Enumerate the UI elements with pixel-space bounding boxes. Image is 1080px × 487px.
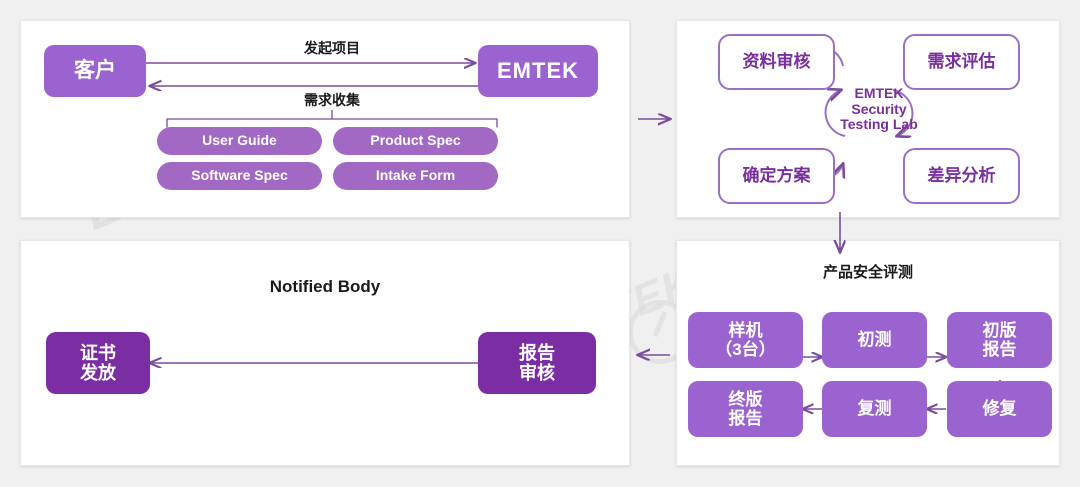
notified-body-title: Notified Body [269, 277, 381, 296]
flow-box-final-report[interactable]: 终版 报告 [688, 381, 803, 437]
flow-box-initial-test[interactable]: 初测 [822, 312, 927, 368]
document-pill-software-spec[interactable]: Software Spec [157, 162, 322, 190]
report-review-box[interactable]: 报告 审核 [478, 332, 596, 394]
flow-box-fix[interactable]: 修复 [947, 381, 1052, 437]
cycle-box-document-review[interactable]: 资料审核 [718, 34, 835, 90]
flow-box-initial-report[interactable]: 初版 报告 [947, 312, 1052, 368]
arrow-label-requirement-collection: 需求收集 [304, 92, 360, 108]
certificate-issue-box[interactable]: 证书 发放 [46, 332, 150, 394]
arrow-label-initiate-project: 发起项目 [304, 40, 360, 56]
client-box[interactable]: 客户 [44, 45, 146, 97]
flow-box-retest[interactable]: 复测 [822, 381, 927, 437]
document-pill-product-spec[interactable]: Product Spec [333, 127, 498, 155]
document-pill-user-guide[interactable]: User Guide [157, 127, 322, 155]
cycle-box-requirement-assessment[interactable]: 需求评估 [903, 34, 1020, 90]
emtek-box[interactable]: EMTEK [478, 45, 598, 97]
document-pill-intake-form[interactable]: Intake Form [333, 162, 498, 190]
cycle-box-gap-analysis[interactable]: 差异分析 [903, 148, 1020, 204]
flow-box-sample-units[interactable]: 样机 （3台） [688, 312, 803, 368]
lab-center-label: EMTEK Security Testing Lab [840, 85, 918, 133]
product-security-assessment-title: 产品安全评测 [822, 264, 913, 281]
cycle-box-confirm-plan[interactable]: 确定方案 [718, 148, 835, 204]
